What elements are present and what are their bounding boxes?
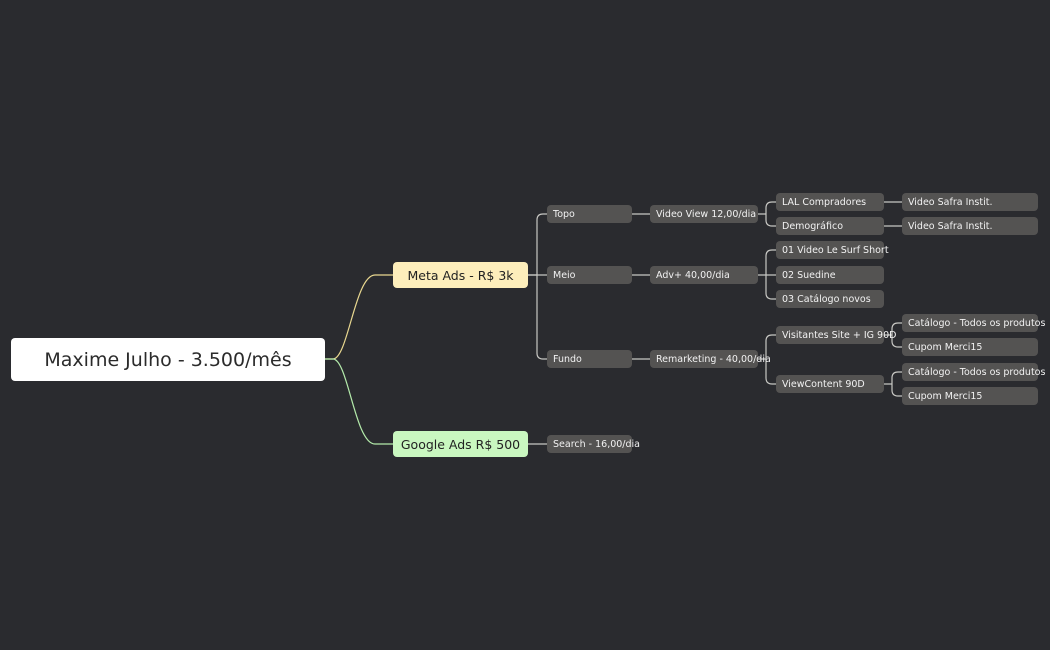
topic-fundo-adset[interactable]: Visitantes Site + IG 90D — [776, 326, 896, 344]
link-topo-adsets — [758, 201, 776, 227]
root-topic[interactable]: Maxime Julho - 3.500/mês — [11, 338, 325, 381]
topic-meio[interactable]: Meio — [547, 266, 632, 284]
link-root-meta — [325, 274, 393, 360]
link-topo-ads — [884, 201, 902, 227]
topic-fundo-campaign[interactable]: Remarketing - 40,00/dia — [650, 350, 771, 368]
topic-meio-ad[interactable]: 02 Suedine — [776, 266, 884, 284]
link-root-google — [325, 358, 393, 445]
topic-topo[interactable]: Topo — [547, 205, 632, 223]
topic-fundo-ad[interactable]: Catálogo - Todos os produtos — [902, 314, 1045, 332]
topic-meio-ad[interactable]: 03 Catálogo novos — [776, 290, 884, 308]
topic-topo-adset[interactable]: LAL Compradores — [776, 193, 884, 211]
topic-meio-ad[interactable]: 01 Video Le Surf Short — [776, 241, 889, 259]
topic-meio-campaign[interactable]: Adv+ 40,00/dia — [650, 266, 758, 284]
topic-fundo[interactable]: Fundo — [547, 350, 632, 368]
topic-topo-campaign[interactable]: Video View 12,00/dia — [650, 205, 758, 223]
link-meta-fundo — [536, 275, 547, 360]
link-meta-topo — [528, 213, 547, 276]
topic-fundo-ad[interactable]: Cupom Merci15 — [902, 338, 1038, 356]
topic-fundo-ad[interactable]: Catálogo - Todos os produtos — [902, 363, 1045, 381]
topic-meta-ads[interactable]: Meta Ads - R$ 3k — [393, 262, 528, 288]
link-fundo-adset1-ads — [884, 322, 902, 348]
topic-google-ads[interactable]: Google Ads R$ 500 — [393, 431, 528, 457]
topic-topo-adset[interactable]: Demográfico — [776, 217, 884, 235]
link-fundo-adsets — [758, 334, 776, 385]
link-meio-ads — [758, 249, 776, 300]
link-fundo-adset2-ads — [884, 371, 902, 397]
topic-google-search[interactable]: Search - 16,00/dia — [547, 435, 640, 453]
topic-fundo-ad[interactable]: Cupom Merci15 — [902, 387, 1038, 405]
topic-topo-ad[interactable]: Video Safra Instit. — [902, 217, 1038, 235]
topic-topo-ad[interactable]: Video Safra Instit. — [902, 193, 1038, 211]
topic-fundo-adset[interactable]: ViewContent 90D — [776, 375, 884, 393]
